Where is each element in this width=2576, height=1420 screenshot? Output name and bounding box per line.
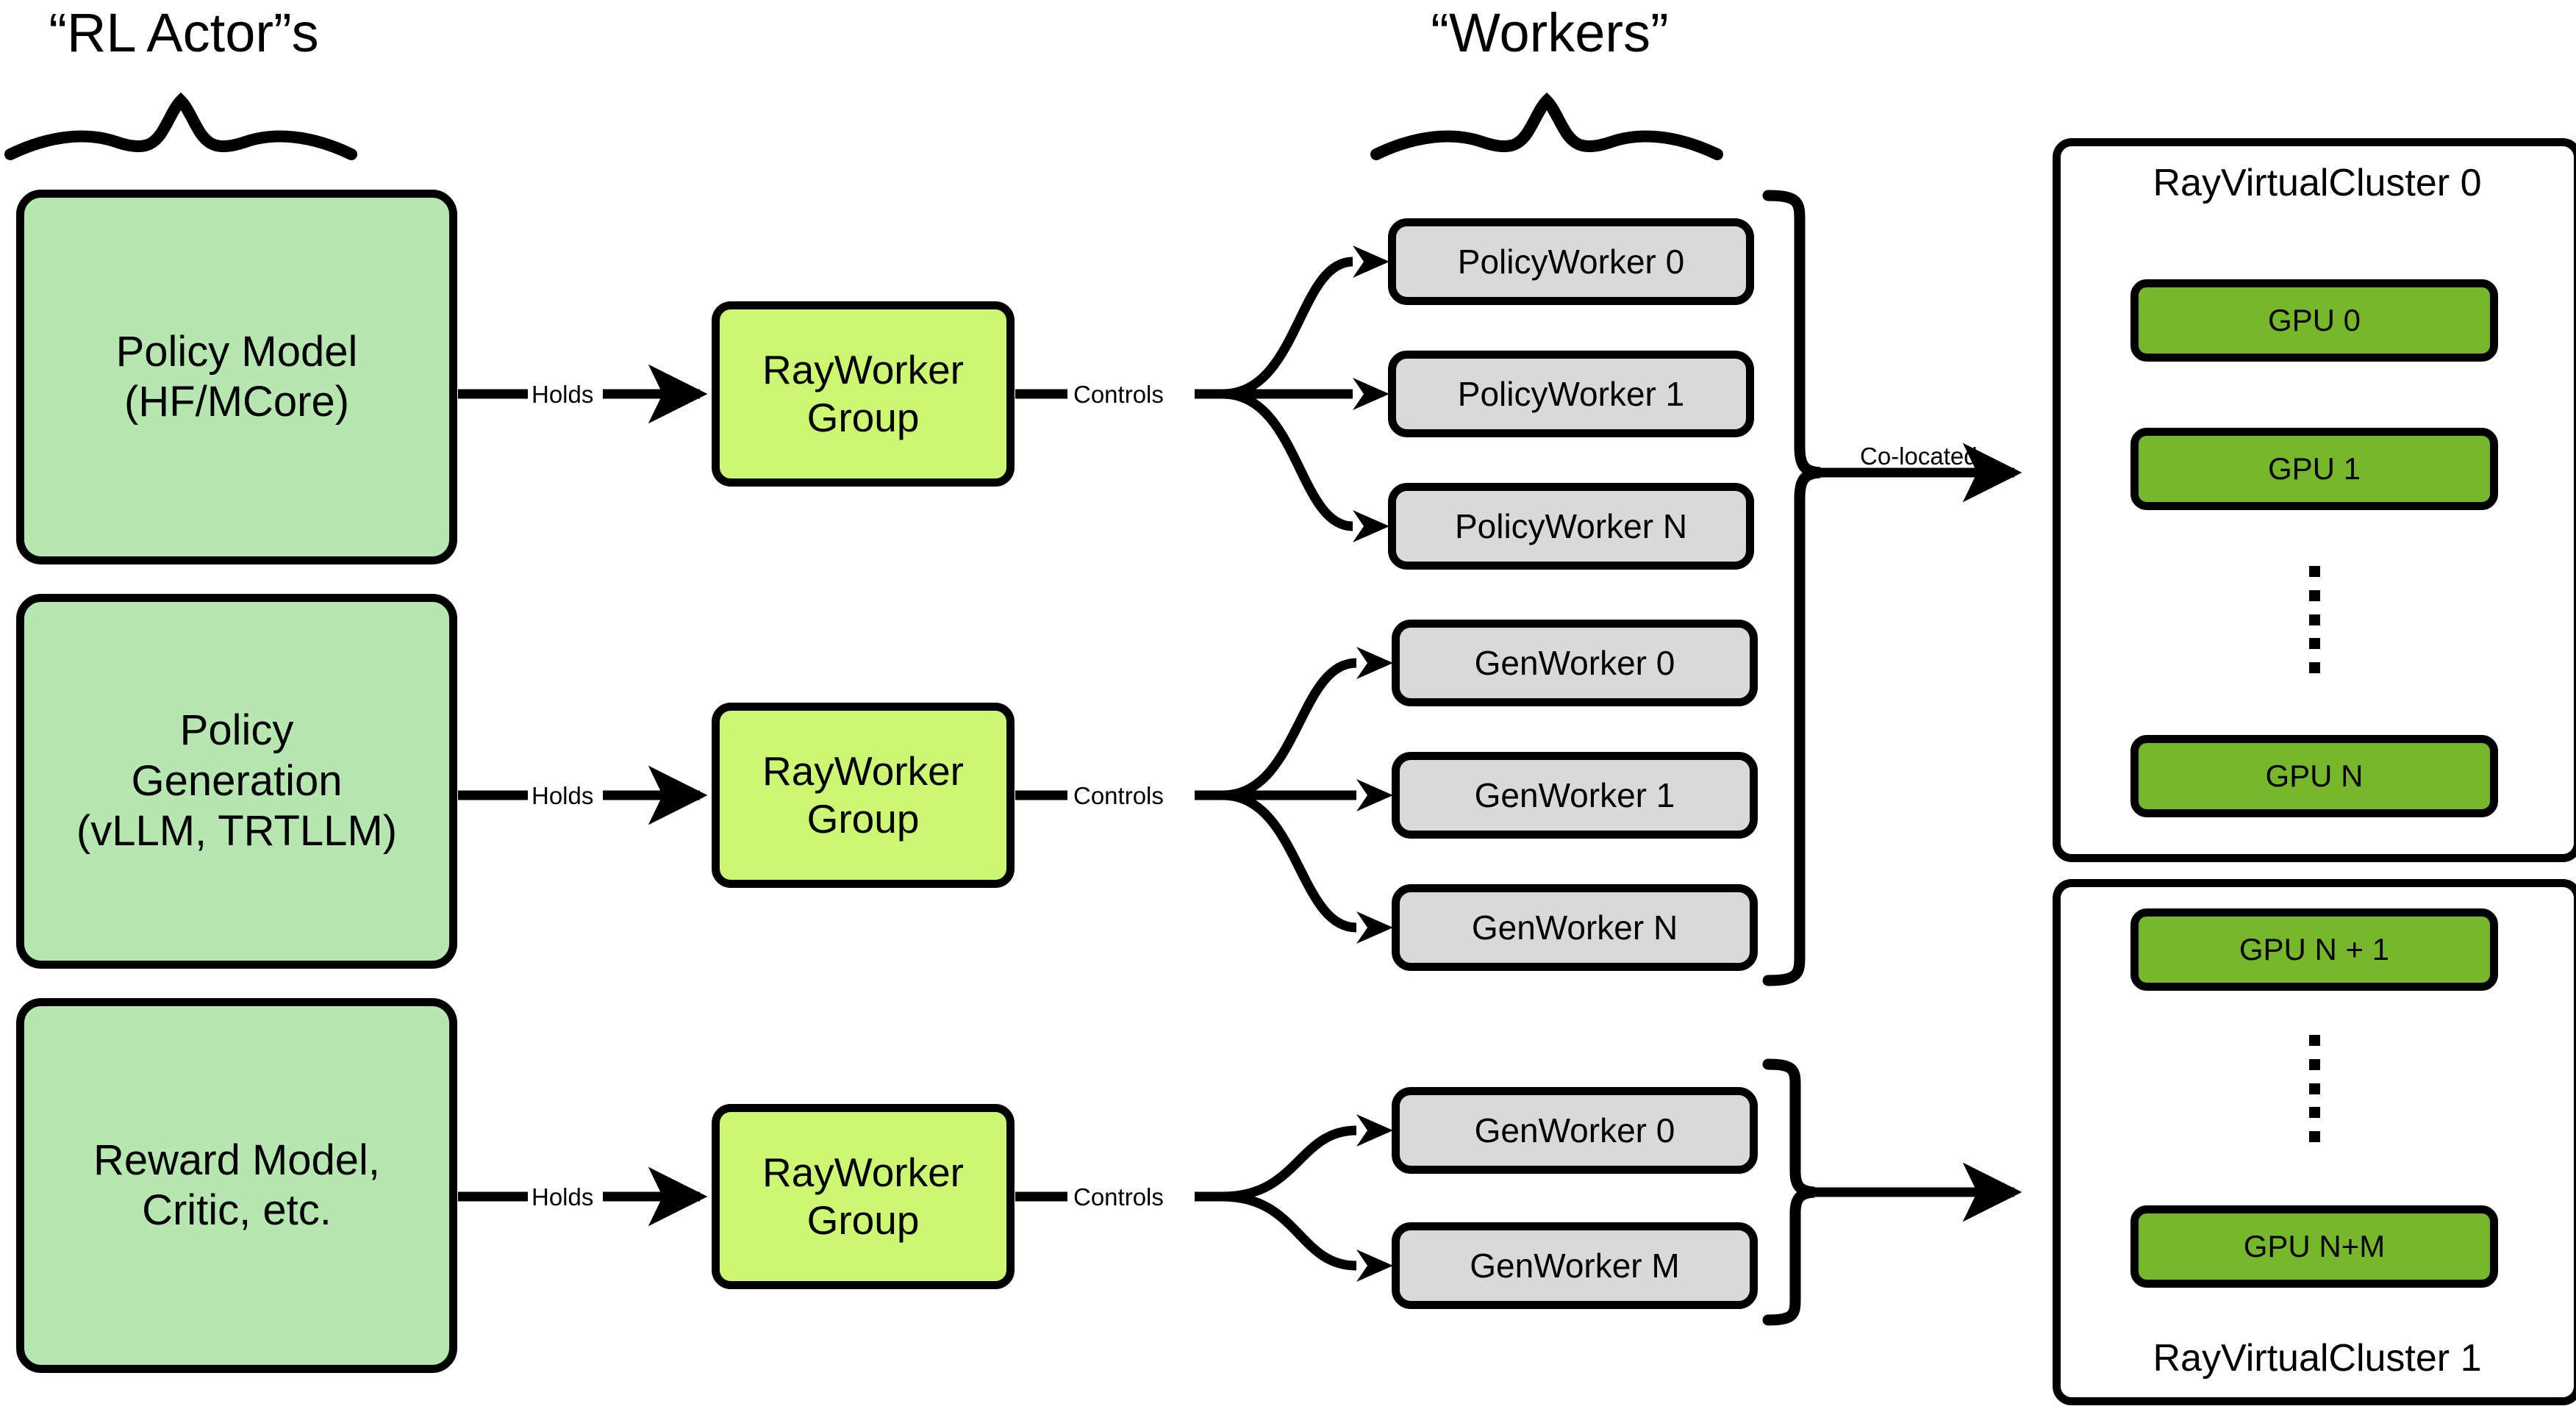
rayworker-group-box-3[interactable]: RayWorker Group bbox=[712, 1104, 1015, 1289]
edge-label-holds-2: Holds bbox=[532, 782, 594, 809]
edge-label-controls-1: Controls bbox=[1073, 381, 1164, 408]
group-title-workers: “Workers” bbox=[1431, 2, 1669, 63]
worker-box-policyworker-1[interactable]: PolicyWorker 1 bbox=[1388, 351, 1754, 437]
actor-line-3: (vLLM, TRTLLM) bbox=[76, 807, 398, 856]
gpu-label: GPU N bbox=[2265, 759, 2364, 794]
worker-box-policyworker-n[interactable]: PolicyWorker N bbox=[1388, 483, 1754, 570]
controls-fan-1-top bbox=[1222, 257, 1353, 399]
ellipsis-cluster-1 bbox=[2308, 1035, 2320, 1142]
controls-fan-3-bot bbox=[1222, 1191, 1357, 1271]
worker-box-genworker-m[interactable]: GenWorker M bbox=[1392, 1222, 1758, 1309]
actor-line-2: Critic, etc. bbox=[142, 1186, 332, 1234]
edge-label-colocated: Co-located bbox=[1860, 442, 1978, 470]
actor-line-1: Policy Model bbox=[115, 327, 358, 376]
worker-label: PolicyWorker 0 bbox=[1457, 242, 1685, 281]
brace-actors bbox=[4, 92, 357, 160]
rayworker-group-box-1[interactable]: RayWorker Group bbox=[712, 301, 1015, 487]
rwg-line-1: RayWorker bbox=[762, 1150, 965, 1196]
actor-line-2: (HF/MCore) bbox=[124, 378, 350, 426]
gpu-label: GPU 0 bbox=[2267, 303, 2361, 338]
rayworker-group-box-2[interactable]: RayWorker Group bbox=[712, 703, 1015, 888]
gpu-label: GPU N+M bbox=[2243, 1229, 2386, 1264]
controls-fan-3-top bbox=[1222, 1125, 1357, 1202]
worker-label: GenWorker 0 bbox=[1474, 643, 1675, 682]
edge-label-controls-3: Controls bbox=[1073, 1183, 1164, 1211]
worker-label: GenWorker 1 bbox=[1474, 775, 1675, 814]
gpu-label: GPU 1 bbox=[2267, 451, 2361, 487]
gpu-box-n-plus-1[interactable]: GPU N + 1 bbox=[2130, 908, 2498, 991]
worker-label: GenWorker M bbox=[1470, 1246, 1680, 1285]
actor-box-policy-generation[interactable]: Policy Generation (vLLM, TRTLLM) bbox=[16, 594, 457, 969]
worker-label: GenWorker N bbox=[1471, 908, 1678, 947]
controls-fan-2-top bbox=[1222, 658, 1357, 800]
gpu-box-n[interactable]: GPU N bbox=[2130, 735, 2498, 817]
brace-cluster1 bbox=[1762, 1058, 1815, 1326]
rwg-line-1: RayWorker bbox=[762, 748, 965, 795]
gpu-box-1[interactable]: GPU 1 bbox=[2130, 428, 2498, 510]
edge-label-holds-3: Holds bbox=[532, 1183, 594, 1211]
worker-label: PolicyWorker 1 bbox=[1457, 374, 1685, 413]
gpu-box-0[interactable]: GPU 0 bbox=[2130, 279, 2498, 362]
worker-box-genworker-n[interactable]: GenWorker N bbox=[1392, 884, 1758, 971]
worker-label: PolicyWorker N bbox=[1454, 506, 1688, 545]
worker-box-policyworker-0[interactable]: PolicyWorker 0 bbox=[1388, 218, 1754, 305]
worker-box-genworker-1[interactable]: GenWorker 1 bbox=[1392, 752, 1758, 839]
gpu-box-n-plus-m[interactable]: GPU N+M bbox=[2130, 1205, 2498, 1288]
rwg-line-2: Group bbox=[806, 395, 920, 440]
rwg-line-1: RayWorker bbox=[762, 347, 965, 393]
rwg-line-2: Group bbox=[806, 1197, 920, 1243]
controls-fan-1-bot bbox=[1222, 389, 1353, 531]
brace-colocated bbox=[1762, 190, 1821, 986]
worker-label: GenWorker 0 bbox=[1474, 1111, 1675, 1150]
actor-box-reward-model-critic[interactable]: Reward Model, Critic, etc. bbox=[16, 998, 457, 1373]
actor-box-policy-model[interactable]: Policy Model (HF/MCore) bbox=[16, 190, 457, 564]
actor-line-1: Policy bbox=[179, 706, 294, 755]
actor-line-2: Generation bbox=[131, 756, 343, 805]
ellipsis-cluster-0 bbox=[2308, 566, 2320, 673]
gpu-label: GPU N + 1 bbox=[2239, 932, 2390, 967]
brace-workers bbox=[1370, 92, 1723, 160]
cluster-label-top: RayVirtualCluster 0 bbox=[2153, 162, 2482, 204]
worker-box-genworker-0[interactable]: GenWorker 0 bbox=[1392, 620, 1758, 706]
group-title-actors: “RL Actor”s bbox=[49, 2, 319, 63]
edge-label-controls-2: Controls bbox=[1073, 782, 1164, 809]
edge-label-holds-1: Holds bbox=[532, 381, 594, 408]
cluster-label-bottom: RayVirtualCluster 1 bbox=[2153, 1336, 2482, 1380]
actor-line-1: Reward Model, bbox=[93, 1136, 381, 1184]
rwg-line-2: Group bbox=[806, 796, 920, 842]
worker-box-genworker-0-bottom[interactable]: GenWorker 0 bbox=[1392, 1087, 1758, 1174]
controls-fan-2-bot bbox=[1222, 790, 1357, 933]
